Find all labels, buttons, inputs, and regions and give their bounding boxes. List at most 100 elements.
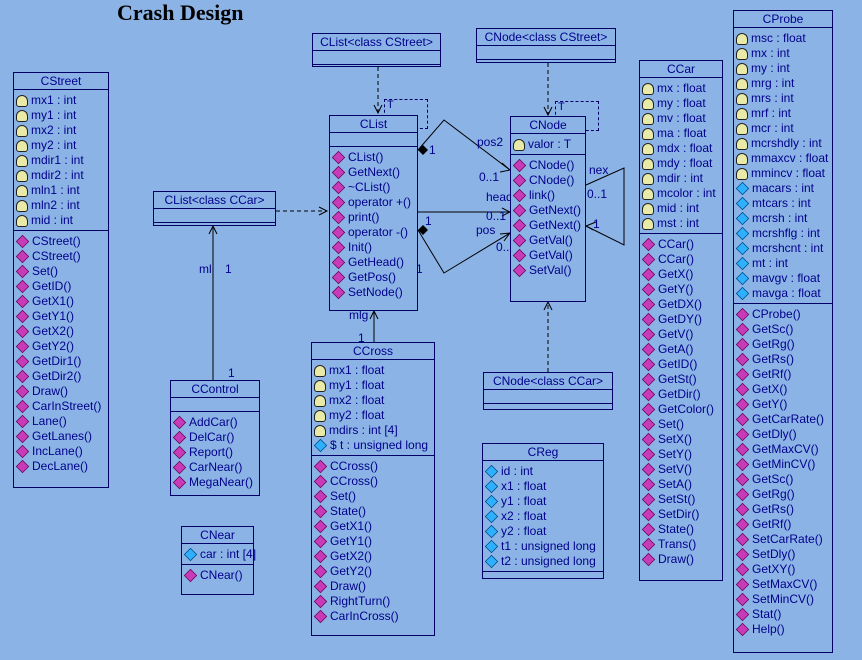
operation-row[interactable]: CarNear(): [172, 460, 259, 475]
operation-row[interactable]: State(): [313, 504, 434, 519]
operation-row[interactable]: Init(): [331, 240, 417, 255]
operation-row[interactable]: Trans(): [641, 537, 722, 552]
attribute-row[interactable]: mavgv : float: [735, 271, 832, 286]
attribute-row[interactable]: mx : float: [642, 81, 722, 96]
operation-row[interactable]: GetSc(): [735, 322, 832, 337]
operation-row[interactable]: SetVal(): [512, 263, 585, 278]
operation-row[interactable]: SetNode(): [331, 285, 417, 300]
attribute-row[interactable]: mx1 : float: [314, 363, 434, 378]
attribute-row[interactable]: car : int [4]: [183, 547, 256, 562]
attribute-row[interactable]: msc : float: [736, 31, 832, 46]
operation-row[interactable]: CList(): [331, 150, 417, 165]
attribute-row[interactable]: mrf : int: [736, 106, 832, 121]
operation-row[interactable]: GetDir(): [641, 387, 722, 402]
operation-row[interactable]: GetID(): [641, 357, 722, 372]
operation-row[interactable]: IncLane(): [15, 444, 108, 459]
operation-row[interactable]: GetNext(): [331, 165, 417, 180]
operation-row[interactable]: AddCar(): [172, 415, 259, 430]
operation-row[interactable]: CNode(): [512, 158, 585, 173]
attribute-row[interactable]: my1 : int: [16, 108, 108, 123]
operation-row[interactable]: SetV(): [641, 462, 722, 477]
operation-row[interactable]: Report(): [172, 445, 259, 460]
operation-row[interactable]: GetPos(): [331, 270, 417, 285]
operation-row[interactable]: CarInStreet(): [15, 399, 108, 414]
operation-row[interactable]: CProbe(): [735, 307, 832, 322]
attribute-row[interactable]: mcrshcnt : int: [735, 241, 832, 256]
attribute-row[interactable]: my : float: [642, 96, 722, 111]
operation-row[interactable]: Help(): [735, 622, 832, 637]
operation-row[interactable]: SetMinCV(): [735, 592, 832, 607]
attribute-row[interactable]: mdy : float: [642, 156, 722, 171]
operation-row[interactable]: GetRs(): [735, 502, 832, 517]
operation-row[interactable]: CStreet(): [15, 234, 108, 249]
operation-row[interactable]: CStreet(): [15, 249, 108, 264]
operation-row[interactable]: RightTurn(): [313, 594, 434, 609]
attribute-row[interactable]: mdir : int: [642, 171, 722, 186]
operation-row[interactable]: SetY(): [641, 447, 722, 462]
operation-row[interactable]: SetX(): [641, 432, 722, 447]
attribute-row[interactable]: t1 : unsigned long: [484, 539, 603, 554]
operation-row[interactable]: GetNext(): [512, 203, 585, 218]
operation-row[interactable]: GetMaxCV(): [735, 442, 832, 457]
operation-row[interactable]: link(): [512, 188, 585, 203]
operation-row[interactable]: GetXY(): [735, 562, 832, 577]
attribute-row[interactable]: mv : float: [642, 111, 722, 126]
attribute-row[interactable]: mx : int: [736, 46, 832, 61]
operation-row[interactable]: Set(): [313, 489, 434, 504]
operation-row[interactable]: SetMaxCV(): [735, 577, 832, 592]
operation-row[interactable]: GetVal(): [512, 233, 585, 248]
operation-row[interactable]: CNode(): [512, 173, 585, 188]
attribute-row[interactable]: ma : float: [642, 126, 722, 141]
attribute-row[interactable]: mln2 : int: [16, 198, 108, 213]
operation-row[interactable]: SetCarRate(): [735, 532, 832, 547]
operation-row[interactable]: GetDY(): [641, 312, 722, 327]
operation-row[interactable]: GetX(): [735, 382, 832, 397]
attribute-row[interactable]: my : int: [736, 61, 832, 76]
operation-row[interactable]: GetA(): [641, 342, 722, 357]
operation-row[interactable]: GetRs(): [735, 352, 832, 367]
operation-row[interactable]: GetCarRate(): [735, 412, 832, 427]
operation-row[interactable]: GetX(): [641, 267, 722, 282]
attribute-row[interactable]: my2 : int: [16, 138, 108, 153]
operation-row[interactable]: GetDir1(): [15, 354, 108, 369]
attribute-row[interactable]: mdir2 : int: [16, 168, 108, 183]
class-cnode-ccar[interactable]: CNode<class CCar>: [483, 372, 613, 410]
attribute-row[interactable]: mcrshflg : int: [735, 226, 832, 241]
operation-row[interactable]: State(): [641, 522, 722, 537]
attribute-row[interactable]: mid : int: [16, 213, 108, 228]
operation-row[interactable]: Set(): [15, 264, 108, 279]
operation-row[interactable]: GetNext(): [512, 218, 585, 233]
operation-row[interactable]: operator -(): [331, 225, 417, 240]
operation-row[interactable]: GetVal(): [512, 248, 585, 263]
operation-row[interactable]: GetColor(): [641, 402, 722, 417]
operation-row[interactable]: print(): [331, 210, 417, 225]
operation-row[interactable]: GetY1(): [313, 534, 434, 549]
operation-row[interactable]: CCar(): [641, 237, 722, 252]
class-clist-ccar[interactable]: CList<class CCar>: [153, 191, 276, 226]
operation-row[interactable]: DelCar(): [172, 430, 259, 445]
operation-row[interactable]: GetHead(): [331, 255, 417, 270]
attribute-row[interactable]: valor : T: [513, 137, 585, 152]
operation-row[interactable]: GetRf(): [735, 367, 832, 382]
attribute-row[interactable]: mmaxcv : float: [736, 151, 832, 166]
operation-row[interactable]: GetSc(): [735, 472, 832, 487]
operation-row[interactable]: MegaNear(): [172, 475, 259, 490]
operation-row[interactable]: GetX2(): [15, 324, 108, 339]
operation-row[interactable]: CCross(): [313, 459, 434, 474]
operation-row[interactable]: GetDly(): [735, 427, 832, 442]
operation-row[interactable]: Set(): [641, 417, 722, 432]
attribute-row[interactable]: mdirs : int [4]: [314, 423, 434, 438]
attribute-row[interactable]: my2 : float: [314, 408, 434, 423]
operation-row[interactable]: GetMinCV(): [735, 457, 832, 472]
attribute-row[interactable]: mdx : float: [642, 141, 722, 156]
attribute-row[interactable]: mln1 : int: [16, 183, 108, 198]
operation-row[interactable]: GetX1(): [15, 294, 108, 309]
attribute-row[interactable]: mrs : int: [736, 91, 832, 106]
